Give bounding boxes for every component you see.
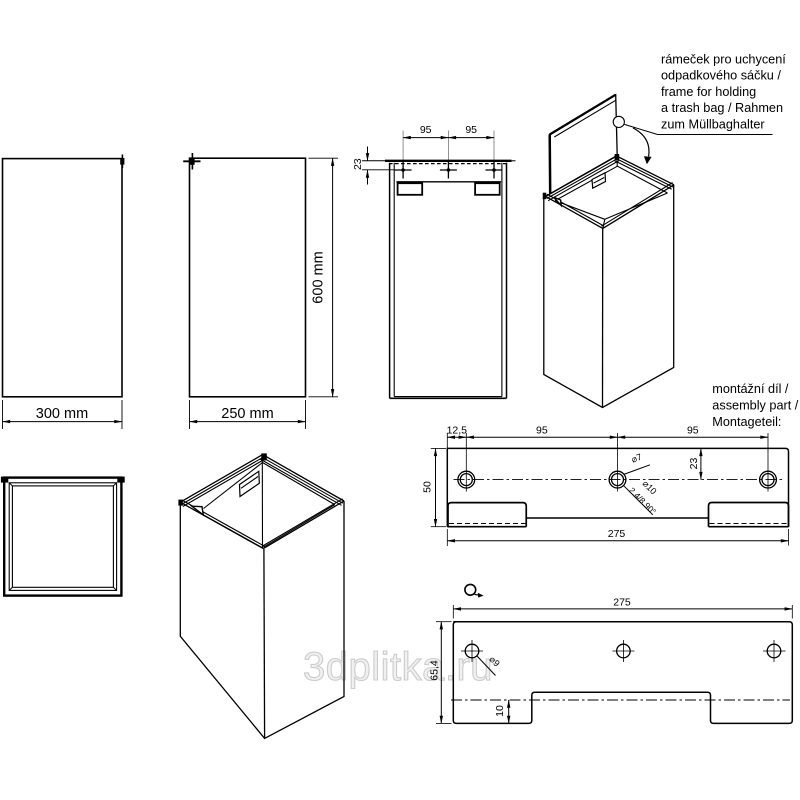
svg-text:250 mm: 250 mm	[221, 406, 273, 422]
svg-text:frame for holding: frame for holding	[661, 85, 756, 99]
svg-text:95: 95	[687, 424, 699, 436]
svg-text:65,4: 65,4	[429, 660, 441, 681]
svg-text:rámeček pro uchycení: rámeček pro uchycení	[661, 52, 786, 66]
svg-text:50: 50	[422, 481, 434, 493]
svg-text:zum Müllbaghalter: zum Müllbaghalter	[661, 117, 765, 131]
svg-text:275: 275	[613, 596, 631, 608]
svg-text:Montageteil:: Montageteil:	[712, 415, 781, 429]
svg-text:⌀7: ⌀7	[630, 452, 643, 465]
svg-text:12,5: 12,5	[447, 424, 468, 436]
svg-text:a trash bag / Rahmen: a trash bag / Rahmen	[661, 101, 783, 115]
svg-text:odpadkového sáčku /: odpadkového sáčku /	[661, 69, 781, 83]
svg-text:95: 95	[420, 124, 432, 136]
svg-text:23: 23	[352, 158, 364, 170]
svg-text:3dplitka.ru: 3dplitka.ru	[303, 645, 493, 689]
svg-text:10: 10	[494, 705, 506, 717]
svg-text:assembly part /: assembly part /	[712, 398, 798, 412]
svg-text:23: 23	[688, 458, 700, 470]
svg-text:275: 275	[608, 528, 626, 540]
svg-text:300 mm: 300 mm	[36, 406, 88, 422]
svg-text:95: 95	[536, 424, 548, 436]
svg-text:600 mm: 600 mm	[311, 251, 327, 303]
svg-text:montážní díl /: montážní díl /	[712, 382, 789, 396]
svg-text:95: 95	[465, 124, 477, 136]
